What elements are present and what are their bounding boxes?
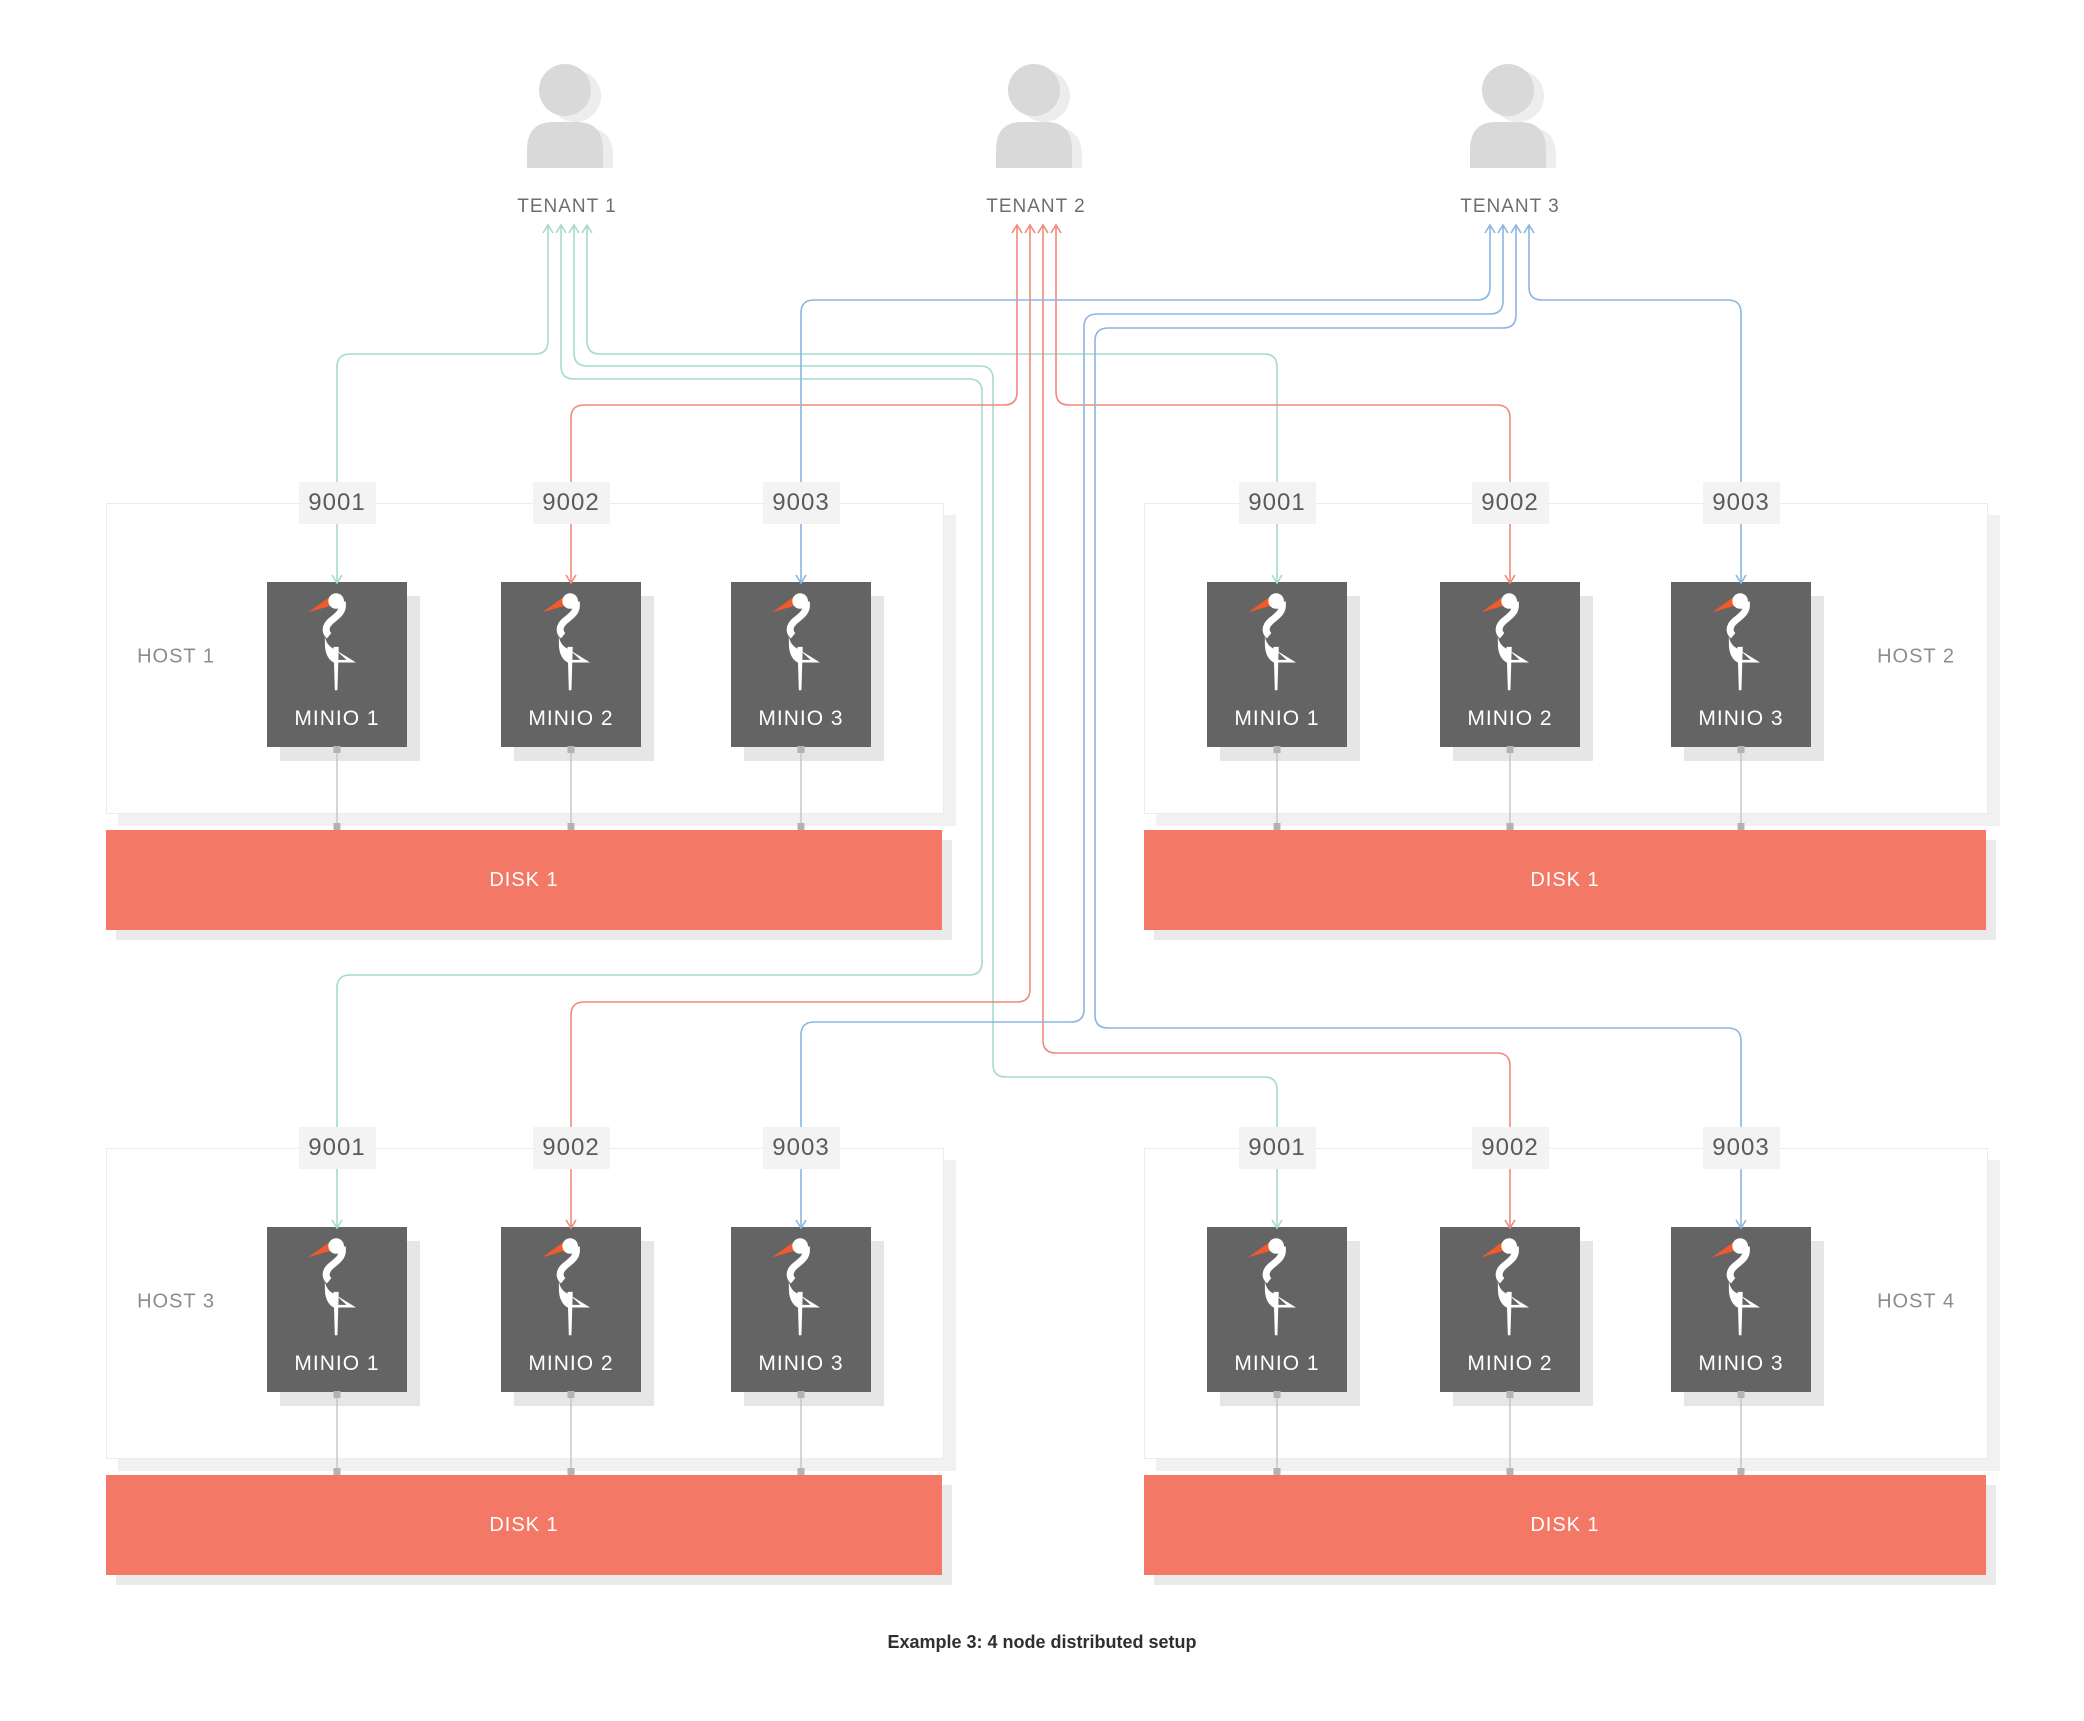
minio-node-label: MINIO 2 [528, 1352, 614, 1375]
port-badge: 9002 [532, 1127, 610, 1169]
port-badge: 9001 [1238, 1127, 1316, 1169]
arrowhead-up-tenant-1 [568, 223, 580, 234]
minio-node: MINIO 2 [1440, 582, 1580, 747]
arrowhead-up-tenant-3 [1497, 223, 1509, 234]
arrowhead-up-tenant-3 [1484, 223, 1496, 234]
disk-label: DISK 1 [489, 1513, 559, 1536]
connector-endpoint [797, 823, 805, 830]
diagram-caption: Example 3: 4 node distributed setup [887, 1632, 1197, 1652]
tenant-label: TENANT 1 [517, 196, 617, 217]
disk-bar-host-4: DISK 1 [1144, 1475, 1986, 1575]
connector-endpoint [333, 1468, 341, 1475]
minio-stork-icon [308, 1238, 357, 1336]
arrowhead-up-tenant-1 [581, 223, 593, 234]
minio-stork-icon [308, 593, 357, 691]
connector-endpoint [1506, 1468, 1514, 1475]
minio-node: MINIO 3 [1671, 582, 1811, 747]
person-shape [1470, 64, 1546, 168]
arrowhead-up-tenant-1 [542, 223, 554, 234]
connector-endpoint [567, 823, 575, 830]
connector-endpoint [1273, 823, 1281, 830]
minio-node: MINIO 3 [1671, 1227, 1811, 1392]
arrowhead-up-tenant-3 [1510, 223, 1522, 234]
person-shape [527, 64, 603, 168]
minio-stork-icon [542, 593, 591, 691]
port-badge: 9001 [298, 482, 376, 524]
arrowhead-up-tenant-1 [555, 223, 567, 234]
connector-endpoint [1737, 823, 1745, 830]
minio-node: MINIO 2 [1440, 1227, 1580, 1392]
connector-endpoint [1273, 1468, 1281, 1475]
minio-node-label: MINIO 2 [528, 707, 614, 730]
person-shape [996, 64, 1072, 168]
minio-node-label: MINIO 1 [294, 707, 380, 730]
minio-node-label: MINIO 3 [758, 707, 844, 730]
minio-node-label: MINIO 1 [1234, 707, 1320, 730]
minio-node-label: MINIO 3 [1698, 707, 1784, 730]
minio-stork-icon [1248, 593, 1297, 691]
arrowhead-up-tenant-2 [1011, 223, 1023, 234]
arrowhead-up-tenant-2 [1024, 223, 1036, 234]
minio-stork-icon [772, 593, 821, 691]
minio-node: MINIO 1 [267, 582, 407, 747]
minio-node: MINIO 1 [267, 1227, 407, 1392]
disk-label: DISK 1 [1530, 868, 1600, 891]
minio-stork-icon [1712, 1238, 1761, 1336]
minio-stork-icon [1712, 593, 1761, 691]
port-badge: 9003 [1702, 1127, 1780, 1169]
minio-node-label: MINIO 3 [758, 1352, 844, 1375]
port-badge: 9003 [1702, 482, 1780, 524]
minio-node-label: MINIO 1 [294, 1352, 380, 1375]
arrowhead-up-tenant-2 [1037, 223, 1049, 234]
port-badge: 9002 [1471, 1127, 1549, 1169]
port-badge: 9003 [762, 1127, 840, 1169]
connector-endpoint [333, 823, 341, 830]
minio-stork-icon [1481, 593, 1530, 691]
tenant-person-icon [515, 62, 625, 174]
minio-stork-icon [772, 1238, 821, 1336]
disk-label: DISK 1 [489, 868, 559, 891]
port-badge: 9001 [1238, 482, 1316, 524]
minio-node: MINIO 1 [1207, 1227, 1347, 1392]
port-badge: 9003 [762, 482, 840, 524]
minio-stork-icon [542, 1238, 591, 1336]
host-label-host-2: HOST 2 [1877, 645, 1955, 668]
minio-node: MINIO 3 [731, 582, 871, 747]
arrowhead-up-tenant-2 [1050, 223, 1062, 234]
host-label-host-4: HOST 4 [1877, 1290, 1955, 1313]
disk-label: DISK 1 [1530, 1513, 1600, 1536]
minio-stork-icon [1248, 1238, 1297, 1336]
minio-node-label: MINIO 2 [1467, 1352, 1553, 1375]
disk-bar-host-2: DISK 1 [1144, 830, 1986, 930]
minio-node-label: MINIO 2 [1467, 707, 1553, 730]
host-label-host-1: HOST 1 [137, 645, 215, 668]
tenant-label: TENANT 2 [986, 196, 1086, 217]
host-label-host-3: HOST 3 [137, 1290, 215, 1313]
tenant-person-icon [1458, 62, 1568, 174]
port-badge: 9002 [532, 482, 610, 524]
connector-endpoint [1737, 1468, 1745, 1475]
connector-endpoint [567, 1468, 575, 1475]
arrowhead-up-tenant-3 [1523, 223, 1535, 234]
minio-node: MINIO 1 [1207, 582, 1347, 747]
minio-node: MINIO 2 [501, 582, 641, 747]
disk-bar-host-1: DISK 1 [106, 830, 942, 930]
disk-bar-host-3: DISK 1 [106, 1475, 942, 1575]
minio-node-label: MINIO 3 [1698, 1352, 1784, 1375]
minio-stork-icon [1481, 1238, 1530, 1336]
connector-endpoint [797, 1468, 805, 1475]
minio-node-label: MINIO 1 [1234, 1352, 1320, 1375]
minio-node: MINIO 2 [501, 1227, 641, 1392]
minio-node: MINIO 3 [731, 1227, 871, 1392]
port-badge: 9002 [1471, 482, 1549, 524]
connector-endpoint [1506, 823, 1514, 830]
port-badge: 9001 [298, 1127, 376, 1169]
tenant-person-icon [984, 62, 1094, 174]
tenant-label: TENANT 3 [1460, 196, 1560, 217]
